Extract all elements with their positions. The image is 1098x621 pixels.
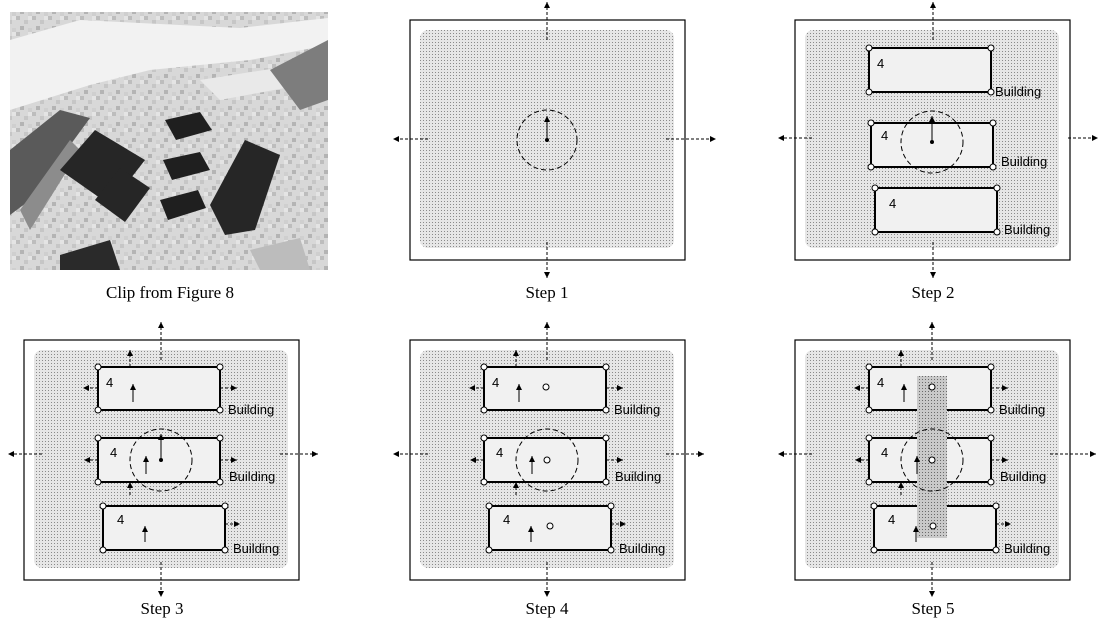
step5-building-2: Building: [1000, 469, 1046, 484]
caption-clip: Clip from Figure 8: [106, 283, 234, 302]
step5-panel: 4 Building 4 Building 4 Building: [778, 322, 1096, 597]
caption-step3: Step 3: [141, 599, 184, 618]
step2-count-1: 4: [877, 56, 884, 71]
step2-building-2: Building: [1001, 154, 1047, 169]
step2-count-3: 4: [889, 196, 896, 211]
step2-panel: 4 Building 4 Building 4 Building: [778, 2, 1098, 278]
step4-count-1: 4: [492, 375, 499, 390]
step1-panel: [393, 2, 716, 278]
step2-count-2: 4: [881, 128, 888, 143]
caption-step2: Step 2: [912, 283, 955, 302]
step3-building-1: Building: [228, 402, 274, 417]
step2-building-1: Building: [995, 84, 1041, 99]
step4-count-3: 4: [503, 512, 510, 527]
caption-step4: Step 4: [526, 599, 569, 618]
step3-count-2: 4: [110, 445, 117, 460]
step4-building-2: Building: [615, 469, 661, 484]
step4-building-3: Building: [619, 541, 665, 556]
step3-count-1: 4: [106, 375, 113, 390]
step3-building-3: Building: [233, 541, 279, 556]
step4-building-1: Building: [614, 402, 660, 417]
step3-count-3: 4: [117, 512, 124, 527]
caption-step1: Step 1: [526, 283, 569, 302]
step2-building-3: Building: [1004, 222, 1050, 237]
step5-count-2: 4: [881, 445, 888, 460]
step3-panel: 4 Building 4 Building 4 Building: [7, 322, 318, 597]
step4-count-2: 4: [496, 445, 503, 460]
aerial-clip-image: [10, 12, 328, 270]
caption-step5: Step 5: [912, 599, 955, 618]
step5-count-3: 4: [888, 512, 895, 527]
step4-panel: 4 Building 4 Building 4 Building: [393, 322, 704, 597]
step5-building-3: Building: [1004, 541, 1050, 556]
step5-building-1: Building: [999, 402, 1045, 417]
step3-building-2: Building: [229, 469, 275, 484]
step5-count-1: 4: [877, 375, 884, 390]
